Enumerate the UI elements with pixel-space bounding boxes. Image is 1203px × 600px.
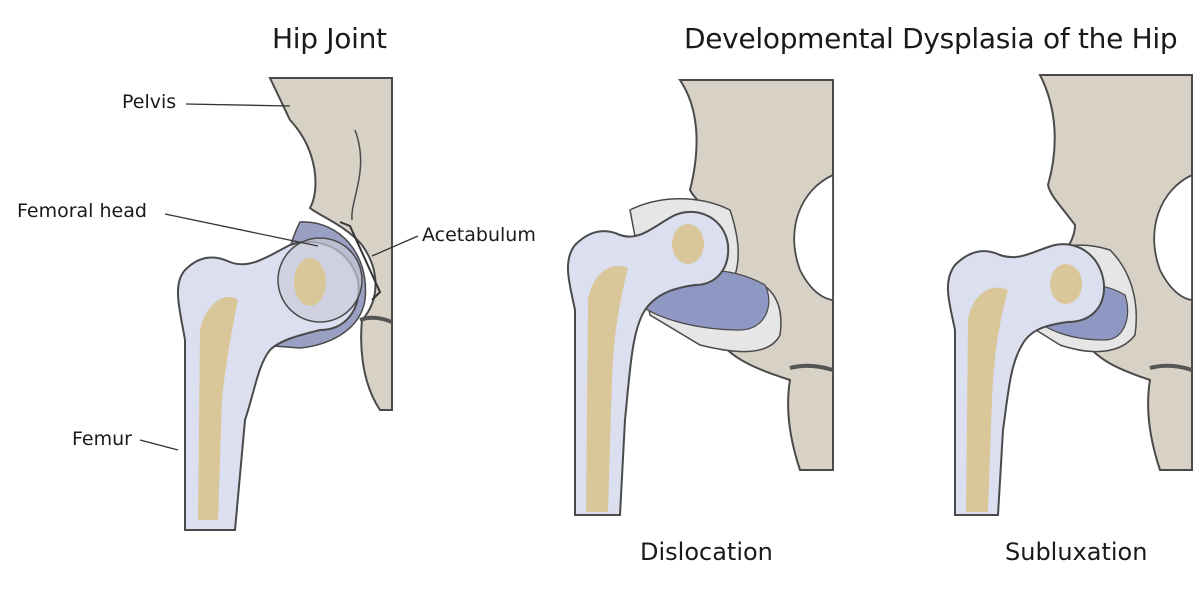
caption-dislocation: Dislocation (640, 538, 773, 566)
title-ddh: Developmental Dysplasia of the Hip (684, 22, 1178, 55)
label-femoral-head: Femoral head (17, 200, 147, 222)
label-femur: Femur (72, 428, 132, 450)
subluxation-head-ossification (1050, 264, 1082, 304)
subluxation-marrow (966, 287, 1008, 512)
subluxation-panel (947, 74, 1193, 516)
caption-subluxation: Subluxation (1005, 538, 1148, 566)
label-pelvis: Pelvis (122, 91, 177, 113)
title-hip-joint: Hip Joint (272, 22, 387, 55)
normal-pelvis-notch (359, 315, 393, 324)
acetabulum-leader (371, 235, 419, 257)
dislocation-panel (567, 79, 834, 516)
dislocation-head-ossification (672, 224, 704, 264)
normal-hip-panel (139, 77, 419, 531)
label-acetabulum: Acetabulum (422, 224, 536, 246)
femur-leader (139, 439, 179, 451)
pelvis-leader (185, 103, 291, 107)
subluxation-pelvis-hole (1153, 173, 1193, 301)
normal-marrow (198, 296, 238, 520)
dislocation-pelvis-hole (793, 173, 834, 301)
dislocation-marrow (586, 265, 628, 512)
dislocation-pelvis-notch (789, 363, 834, 372)
acetabulum-bracket (339, 221, 382, 301)
normal-pelvis (268, 77, 393, 411)
normal-pelvis-inner (351, 129, 362, 221)
normal-head-ossification (294, 258, 326, 306)
subluxation-pelvis-notch (1149, 363, 1193, 372)
femoral-head-leader (164, 213, 319, 247)
